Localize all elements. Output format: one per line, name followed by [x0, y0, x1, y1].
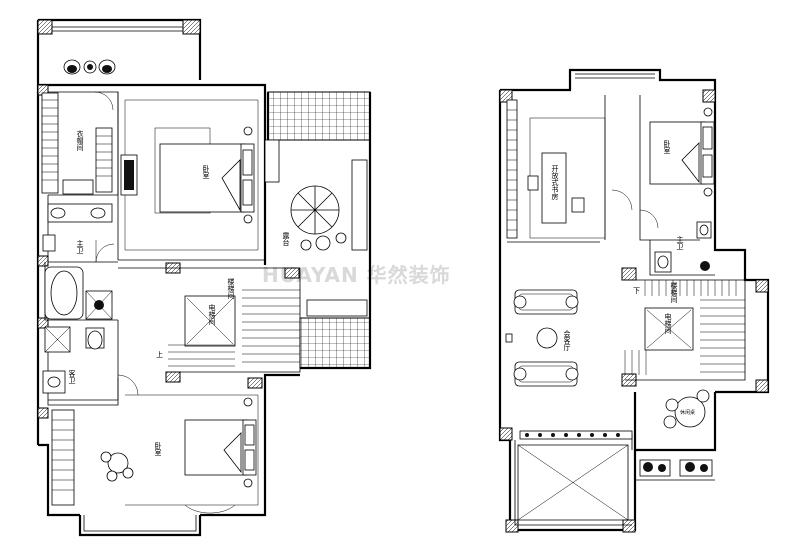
- open-study-label: 开放式书房: [551, 165, 559, 201]
- walk-in-closet: 衣帽间: [41, 91, 119, 196]
- round-table-icon: 休闲桌: [663, 389, 710, 429]
- right-floor-plan: 开放式书房 卧室 主卫: [498, 68, 770, 533]
- bottom-void: [514, 440, 632, 526]
- bottom-bay: [78, 513, 235, 537]
- master-bedroom-label: 卧室: [202, 165, 210, 179]
- armchair-icon: [100, 451, 134, 482]
- sofa-bottom-icon: [513, 361, 579, 387]
- right-elevator-label: 电梯间: [664, 312, 672, 335]
- right-bedroom-label: 卧室: [663, 140, 671, 154]
- left-up-mark: 上: [156, 350, 163, 359]
- terrace-label: 露台: [282, 232, 290, 247]
- sofa-top-icon: [513, 289, 579, 315]
- lounge-label: 会客厅: [563, 329, 571, 351]
- left-floor-plan: 衣帽间 卧室 主卫: [36, 18, 372, 537]
- top-balcony: [36, 18, 202, 85]
- right-terrace: 休闲桌: [633, 389, 717, 481]
- right-stair-and-elevator: 电梯间 楼梯间 下: [624, 279, 746, 381]
- table-label: 休闲桌: [680, 409, 695, 416]
- guest-bathroom: 客卫: [42, 320, 139, 406]
- guest-bath-label: 客卫: [68, 369, 76, 384]
- stair-and-elevator: 电梯间 楼梯间 上: [118, 267, 301, 373]
- parasol-table-icon: [290, 185, 347, 251]
- right-stair-label: 楼梯间: [670, 281, 678, 304]
- master-bath-label: 主卫: [76, 239, 84, 254]
- bathtub-area: [44, 262, 118, 321]
- lounge: 会客厅: [505, 241, 633, 450]
- right-master-bath-label: 主卫: [676, 235, 684, 250]
- right-bedroom: 卧室: [611, 95, 715, 241]
- master-bedroom: 卧室: [117, 92, 265, 261]
- master-bathroom: 主卫: [42, 195, 118, 263]
- left-stair-label: 楼梯间: [227, 277, 235, 300]
- open-study: 开放式书房: [506, 95, 606, 240]
- second-bedroom: 卧室: [48, 378, 259, 514]
- coffee-table-icon: [536, 327, 558, 349]
- walk-in-closet-label: 衣帽间: [76, 129, 84, 152]
- right-master-bath: 主卫: [649, 221, 715, 276]
- right-down-mark: 下: [633, 287, 640, 295]
- lounge-chairs-icon: [63, 59, 116, 75]
- second-bedroom-label: 卧室: [154, 442, 162, 456]
- terrace: 露台: [264, 91, 372, 370]
- left-elevator-label: 电梯间: [208, 303, 216, 326]
